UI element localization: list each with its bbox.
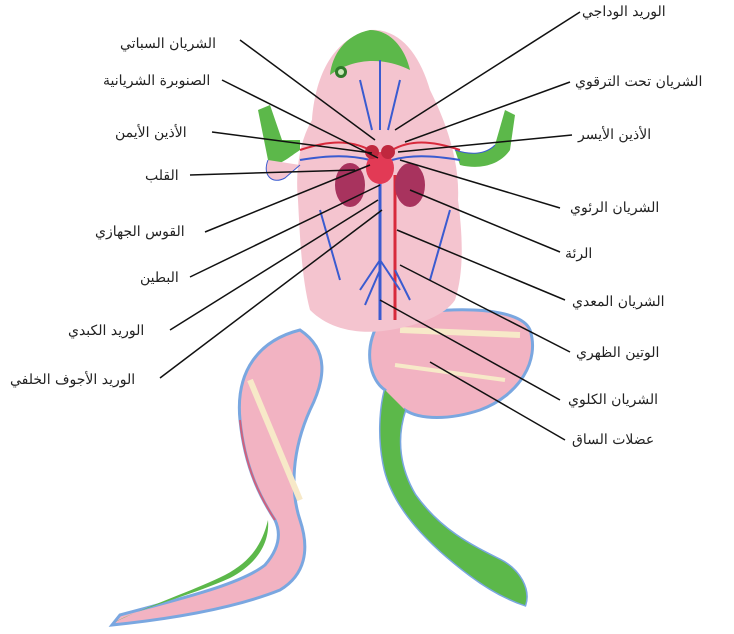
- label-conus-arteriosus: الصنوبرة الشريانية: [103, 73, 210, 89]
- label-ventricle: البطين: [140, 270, 179, 286]
- left-hind-leg: [112, 330, 322, 625]
- label-heart: القلب: [145, 168, 179, 184]
- label-right-atrium: الأذين الأيمن: [115, 125, 187, 141]
- label-renal-artery: الشريان الكلوي: [568, 392, 658, 408]
- right-lung: [395, 163, 425, 207]
- label-pulmonary-artery: الشريان الرئوي: [570, 200, 659, 216]
- label-systemic-arch: القوس الجهازي: [95, 224, 185, 240]
- right-forelimb: [455, 110, 515, 167]
- left-atrium: [381, 145, 395, 159]
- label-leg-muscles: عضلات الساق: [572, 432, 654, 448]
- label-lingual-artery: الشريان السباتي: [120, 36, 216, 52]
- label-subclavian-artery: الشريان تحت الترقوي: [575, 74, 702, 90]
- label-jugular-vein: الوريد الوداجي: [582, 4, 666, 20]
- label-lung: الرئة: [565, 246, 592, 262]
- label-gastric-artery: الشريان المعدي: [572, 294, 665, 310]
- label-posterior-vena-cava: الوريد الأجوف الخلفي: [10, 372, 135, 388]
- label-dorsal-aorta: الوتين الظهري: [576, 345, 659, 361]
- label-left-atrium: الأذين الأيسر: [578, 127, 651, 143]
- right-hind-leg: [370, 310, 533, 605]
- label-hepatic-vein: الوريد الكبدي: [68, 323, 144, 339]
